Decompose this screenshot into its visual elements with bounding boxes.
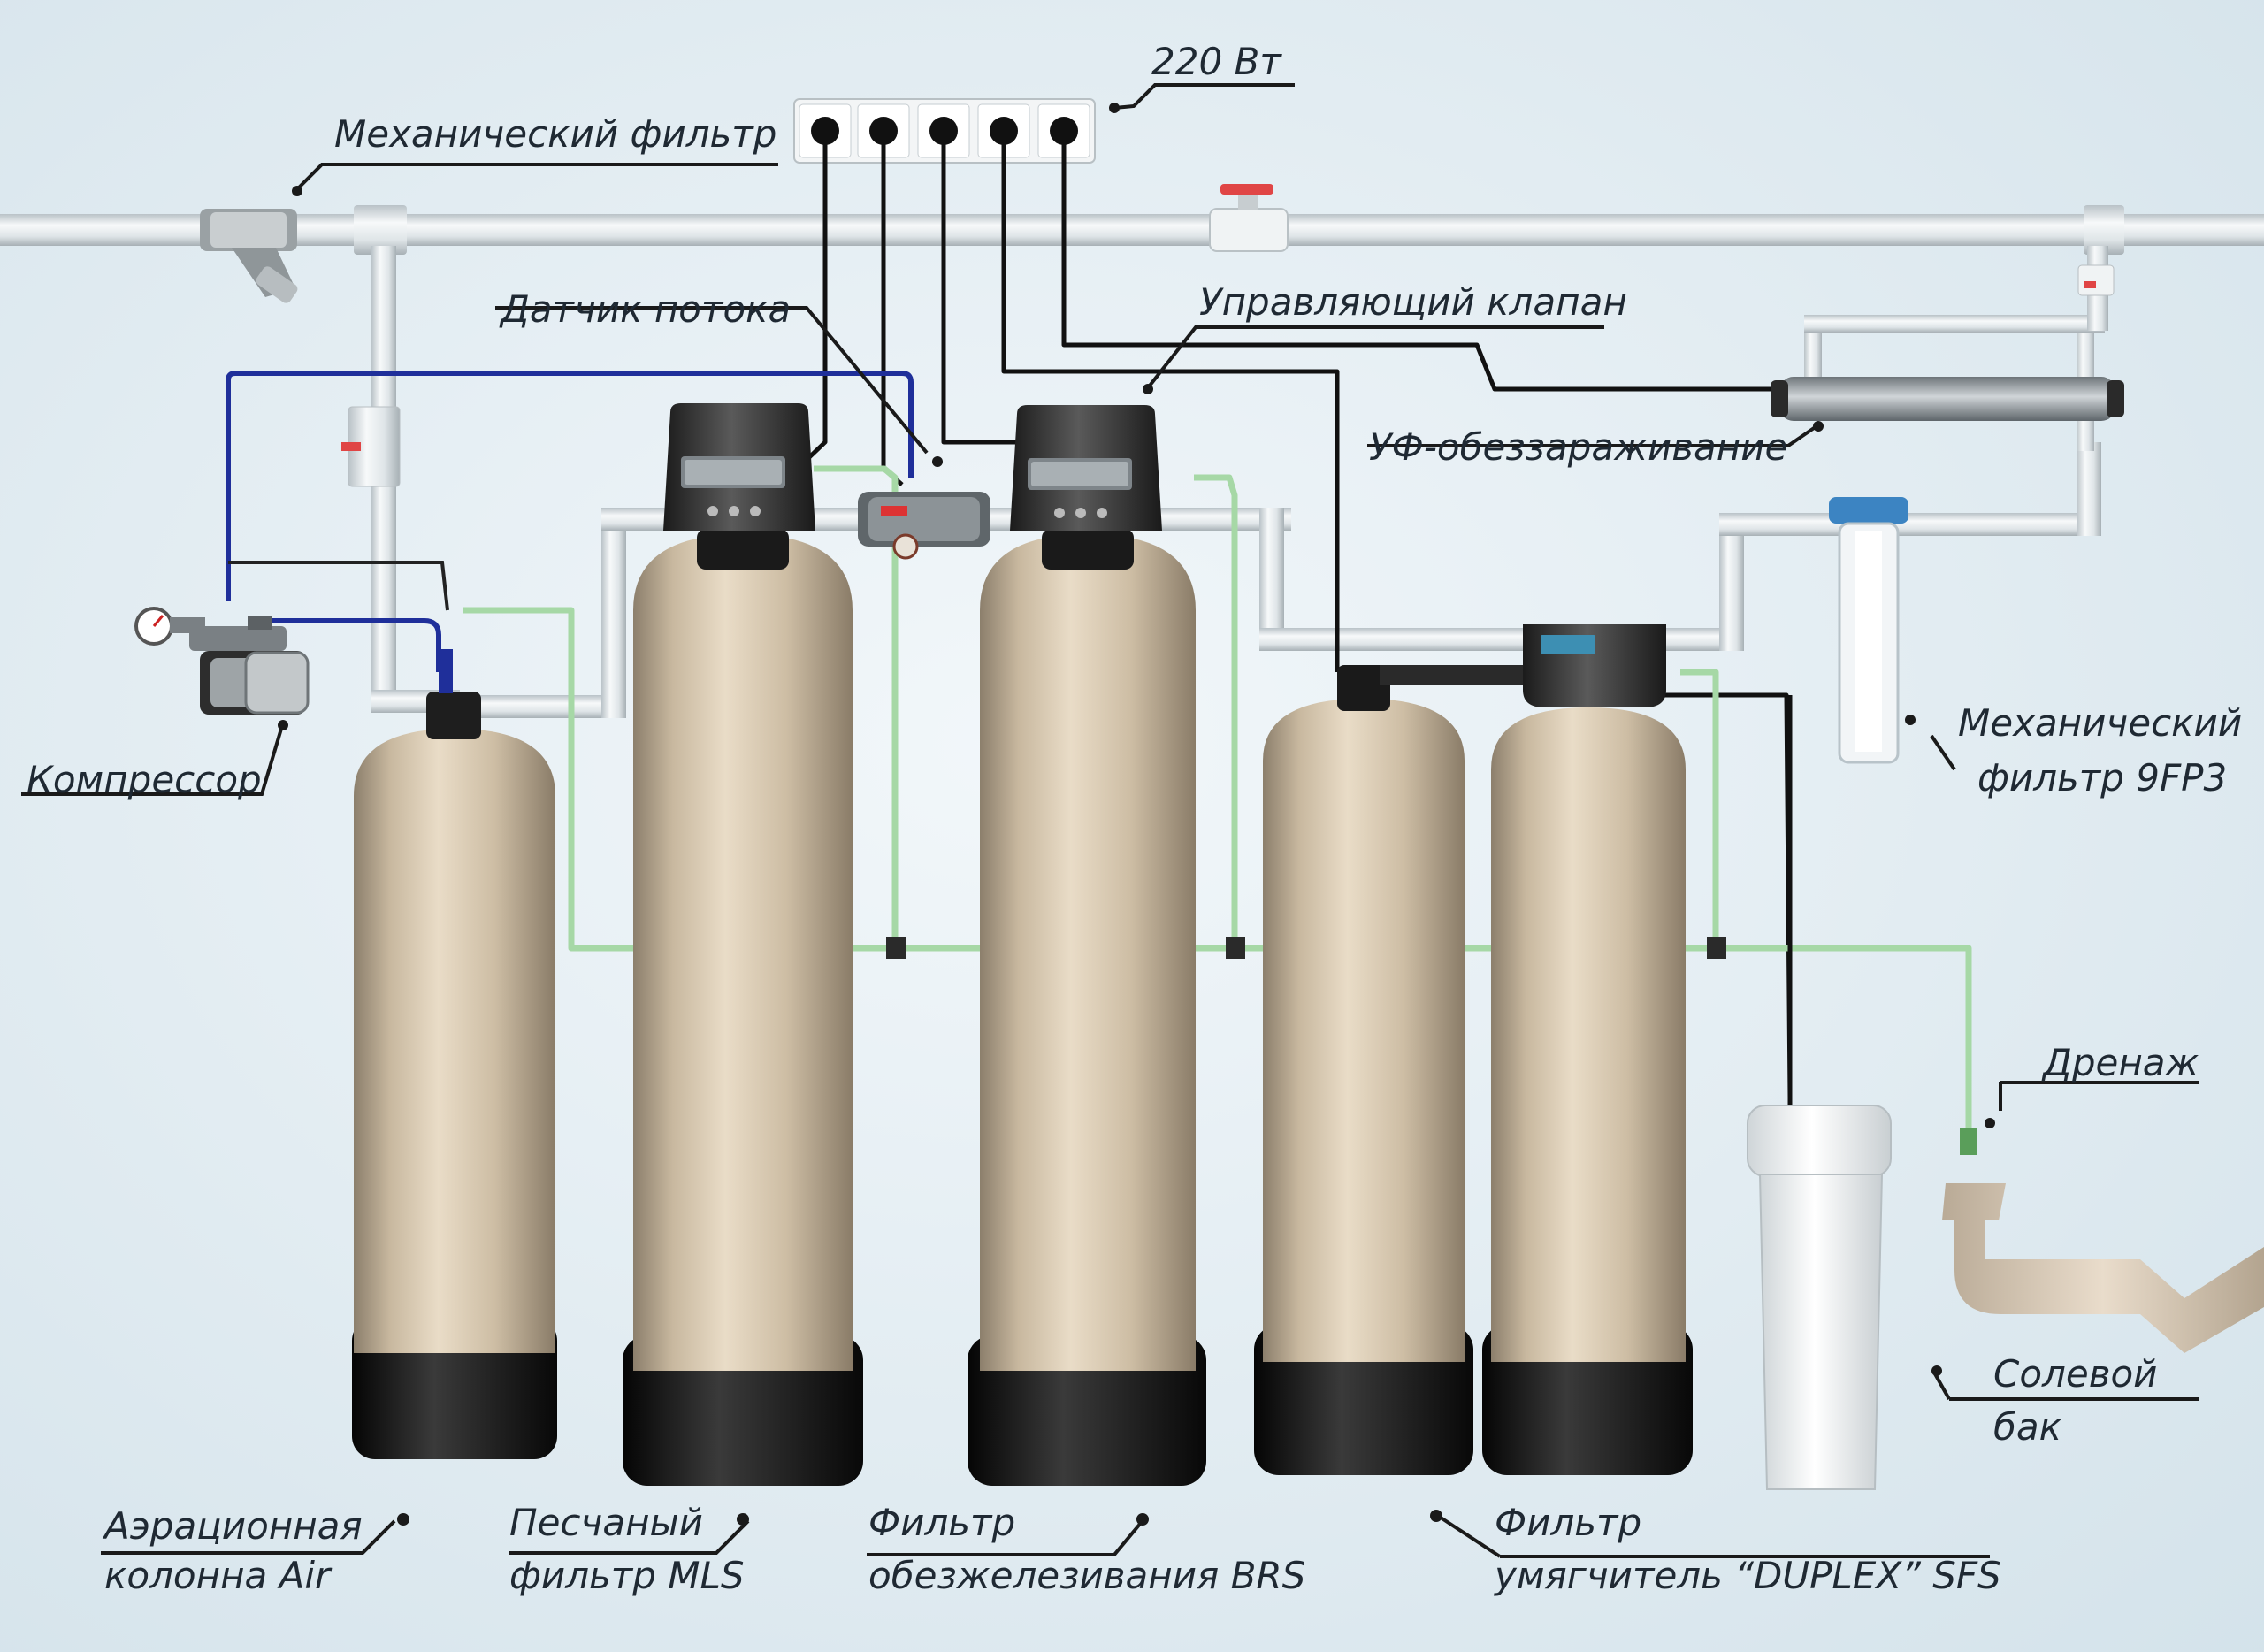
drain-pipe	[1942, 1183, 2264, 1353]
sand-filter-mls	[623, 403, 863, 1486]
brine-tank-label-1: Солевой	[1993, 1352, 2157, 1396]
compressor-label: Компрессор	[27, 758, 262, 801]
flow-sensor	[858, 492, 990, 560]
control-lines	[228, 561, 449, 611]
leader-lines	[21, 83, 2199, 1558]
power-socket-icon	[799, 103, 852, 158]
softener-tank-2	[1482, 707, 1693, 1475]
uv-label: УФ-обеззараживание	[1369, 425, 1787, 469]
pipe-aeration-to-sand	[460, 508, 672, 718]
softener-label-2: умягчитель “DUPLEX” SFS	[1493, 1554, 2001, 1597]
drain-outlet	[1960, 1128, 1977, 1155]
main-water-pipe	[0, 205, 2264, 255]
power-socket-icon	[857, 103, 910, 158]
pipe-iron-to-softener	[1150, 508, 1525, 651]
mech-filter-9fp3-label-2: фильтр 9FP3	[1977, 756, 2227, 799]
y-strainer-filter	[200, 209, 298, 303]
mech-filter-top-label: Механический фильтр	[334, 112, 776, 156]
flow-sensor-label: Датчик потока	[499, 287, 791, 331]
leader-dots	[278, 103, 1995, 1526]
power-socket-icon	[917, 103, 970, 158]
cartridge-filter-9fp3	[1829, 497, 1908, 764]
pressure-gauge-icon	[134, 607, 205, 646]
softener-tank-1	[1254, 665, 1473, 1475]
mech-filter-9fp3-label-1: Механический	[1958, 701, 2242, 745]
iron-label-2: обезжелезивания BRS	[868, 1554, 1305, 1597]
iron-filter-brs	[968, 405, 1206, 1486]
power-socket-icon	[1037, 103, 1090, 158]
uv-sterilizer	[1771, 377, 2124, 421]
power-socket-strip	[793, 98, 1096, 164]
pipe-softener-to-uv	[1663, 246, 2115, 651]
air-lines	[226, 371, 914, 672]
aeration-tank	[352, 649, 557, 1459]
softener-label-1: Фильтр	[1495, 1501, 1641, 1544]
aeration-label-1: Аэрационная	[102, 1504, 363, 1548]
brine-tank	[1747, 695, 1892, 1490]
iron-label-1: Фильтр	[868, 1501, 1015, 1544]
drain-lines	[463, 465, 1972, 1146]
softener-control-valve	[1380, 624, 1666, 707]
control-valve-label: Управляющий клапан	[1199, 280, 1627, 324]
compressor	[189, 616, 310, 715]
ball-valve-icon	[1209, 184, 1289, 252]
power-label: 220 Вт	[1151, 40, 1282, 83]
drain-valves	[886, 937, 1726, 959]
aeration-label-2: колонна Air	[104, 1554, 333, 1597]
drain-label: Дренаж	[2041, 1041, 2199, 1084]
sand-label-2: фильтр MLS	[509, 1554, 745, 1597]
brine-tank-label-2: бак	[1993, 1405, 2062, 1449]
sand-label-1: Песчаный	[509, 1501, 703, 1544]
